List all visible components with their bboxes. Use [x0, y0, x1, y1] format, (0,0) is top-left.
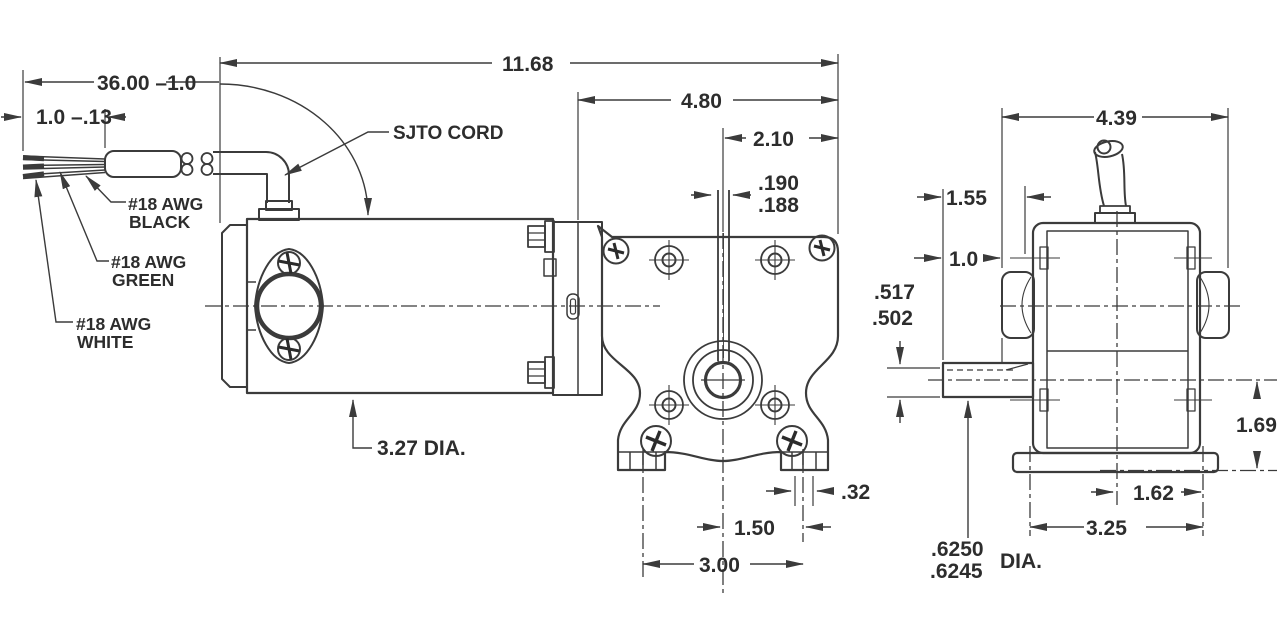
label-wire-black: #18 AWG BLACK [85, 175, 203, 232]
dim-shaft-dia-label-text: DIA. [1000, 550, 1042, 573]
dim-lead-length: 1.0 –.13 [1, 106, 126, 129]
dim-foot-spacing-text: 3.00 [699, 554, 740, 577]
end-view [928, 139, 1277, 536]
boss-screw-bottom [277, 337, 301, 361]
dim-center-to-foot-text: 1.50 [734, 517, 775, 540]
dim-base-center-to-hole: 1.62 [1091, 482, 1202, 505]
dim-cord-length-text: 36.00 –1.0 [97, 72, 196, 95]
label-wire-white-line1: #18 AWG [76, 314, 151, 334]
cord-elbow [213, 151, 300, 221]
face-hole-lower-left [649, 385, 689, 425]
cord-exit [1093, 139, 1136, 224]
wire-leads [22, 155, 106, 180]
dim-shaft-to-housing: 1.0 [914, 248, 1001, 271]
dim-lead-length-text: 1.0 –.13 [36, 106, 112, 129]
dim-shaft-flat-upper-text: .517 [874, 281, 915, 304]
label-wire-green-line1: #18 AWG [111, 252, 186, 272]
label-wire-green-line2: GREEN [112, 270, 174, 290]
label-wire-black-line1: #18 AWG [128, 194, 203, 214]
dim-motor-diameter: 3.27 DIA. [349, 399, 466, 460]
dimensions: 11.68 36.00 –1.0 1.0 –.13 4.80 2.10 [1, 53, 1277, 583]
dim-keyway-lower-text: .188 [758, 194, 799, 217]
dim-base-center-to-hole-text: 1.62 [1133, 482, 1174, 505]
face-hole-upper-left [649, 240, 689, 280]
dim-shaft-extension-text: 1.55 [946, 187, 987, 210]
dim-foot-slot: .32 [766, 481, 870, 504]
dim-shaft-to-edge: 2.10 [724, 128, 839, 151]
label-sjto-cord-text: SJTO CORD [393, 123, 504, 144]
dim-shaft-to-housing-text: 1.0 [949, 248, 978, 271]
gearbox-mounting-plate [527, 220, 603, 396]
dim-shaft-extension: 1.55 [917, 187, 1051, 210]
dim-motor-diameter-text: 3.27 DIA. [377, 437, 466, 460]
dim-base-hole-spacing-text: 3.25 [1086, 517, 1127, 540]
label-wire-green: #18 AWG GREEN [59, 171, 186, 290]
dim-keyway: .190 .188 [691, 172, 799, 217]
motor-can-left [1001, 271, 1035, 339]
boss-screw-top [277, 251, 301, 275]
dim-gearcase-width: 4.80 [577, 90, 839, 113]
foot-screw-left [640, 425, 672, 457]
dim-end-view-width-text: 4.39 [1096, 107, 1137, 130]
dim-shaft-height-text: 1.69 [1236, 414, 1277, 437]
cord-break-symbol [180, 152, 214, 176]
face-screw-top-right [808, 234, 836, 262]
face-hole-upper-right [755, 240, 795, 280]
dim-gearcase-width-text: 4.80 [681, 90, 722, 113]
dim-shaft-diameter: .6250 .6245 DIA. [930, 400, 1042, 583]
gearbox-face-view [596, 190, 840, 596]
face-screw-top-left [602, 237, 630, 265]
face-hole-lower-right [755, 385, 795, 425]
dim-shaft-dia-upper-text: .6250 [931, 538, 984, 561]
dim-keyway-upper-text: .190 [758, 172, 799, 195]
dim-foot-spacing: 3.00 [642, 554, 804, 577]
dim-center-to-foot: 1.50 [697, 517, 831, 540]
base-plate [1011, 451, 1220, 474]
motor-side-view [22, 150, 660, 396]
dim-shaft-dia-lower-text: .6245 [930, 560, 983, 583]
label-wire-white-line2: WHITE [77, 332, 133, 352]
dim-foot-slot-text: .32 [841, 481, 870, 504]
dim-shaft-flat-lower-text: .502 [872, 307, 913, 330]
dim-base-hole-spacing: 3.25 [1029, 517, 1204, 540]
cord-jacket [104, 150, 182, 178]
gearbox-outline [596, 224, 840, 472]
dim-end-view-width: 4.39 [1001, 107, 1229, 130]
label-sjto-cord: SJTO CORD [284, 123, 504, 176]
dim-shaft-flat: .517 .502 [872, 281, 915, 423]
motor-end-flange [221, 224, 247, 388]
dim-shaft-to-edge-text: 2.10 [753, 128, 794, 151]
label-wire-black-line2: BLACK [129, 212, 191, 232]
dim-shaft-height: 1.69 [1236, 381, 1277, 469]
motor-can-right [1196, 271, 1230, 339]
foot-screw-right [776, 425, 808, 457]
label-wire-white: #18 AWG WHITE [34, 179, 151, 352]
leader-labels: SJTO CORD #18 AWG BLACK #18 AWG GREEN #1… [34, 123, 504, 352]
dim-cord-length: 36.00 –1.0 [24, 72, 372, 216]
dim-overall-length-text: 11.68 [502, 53, 554, 76]
dim-overall-length: 11.68 [219, 53, 839, 76]
